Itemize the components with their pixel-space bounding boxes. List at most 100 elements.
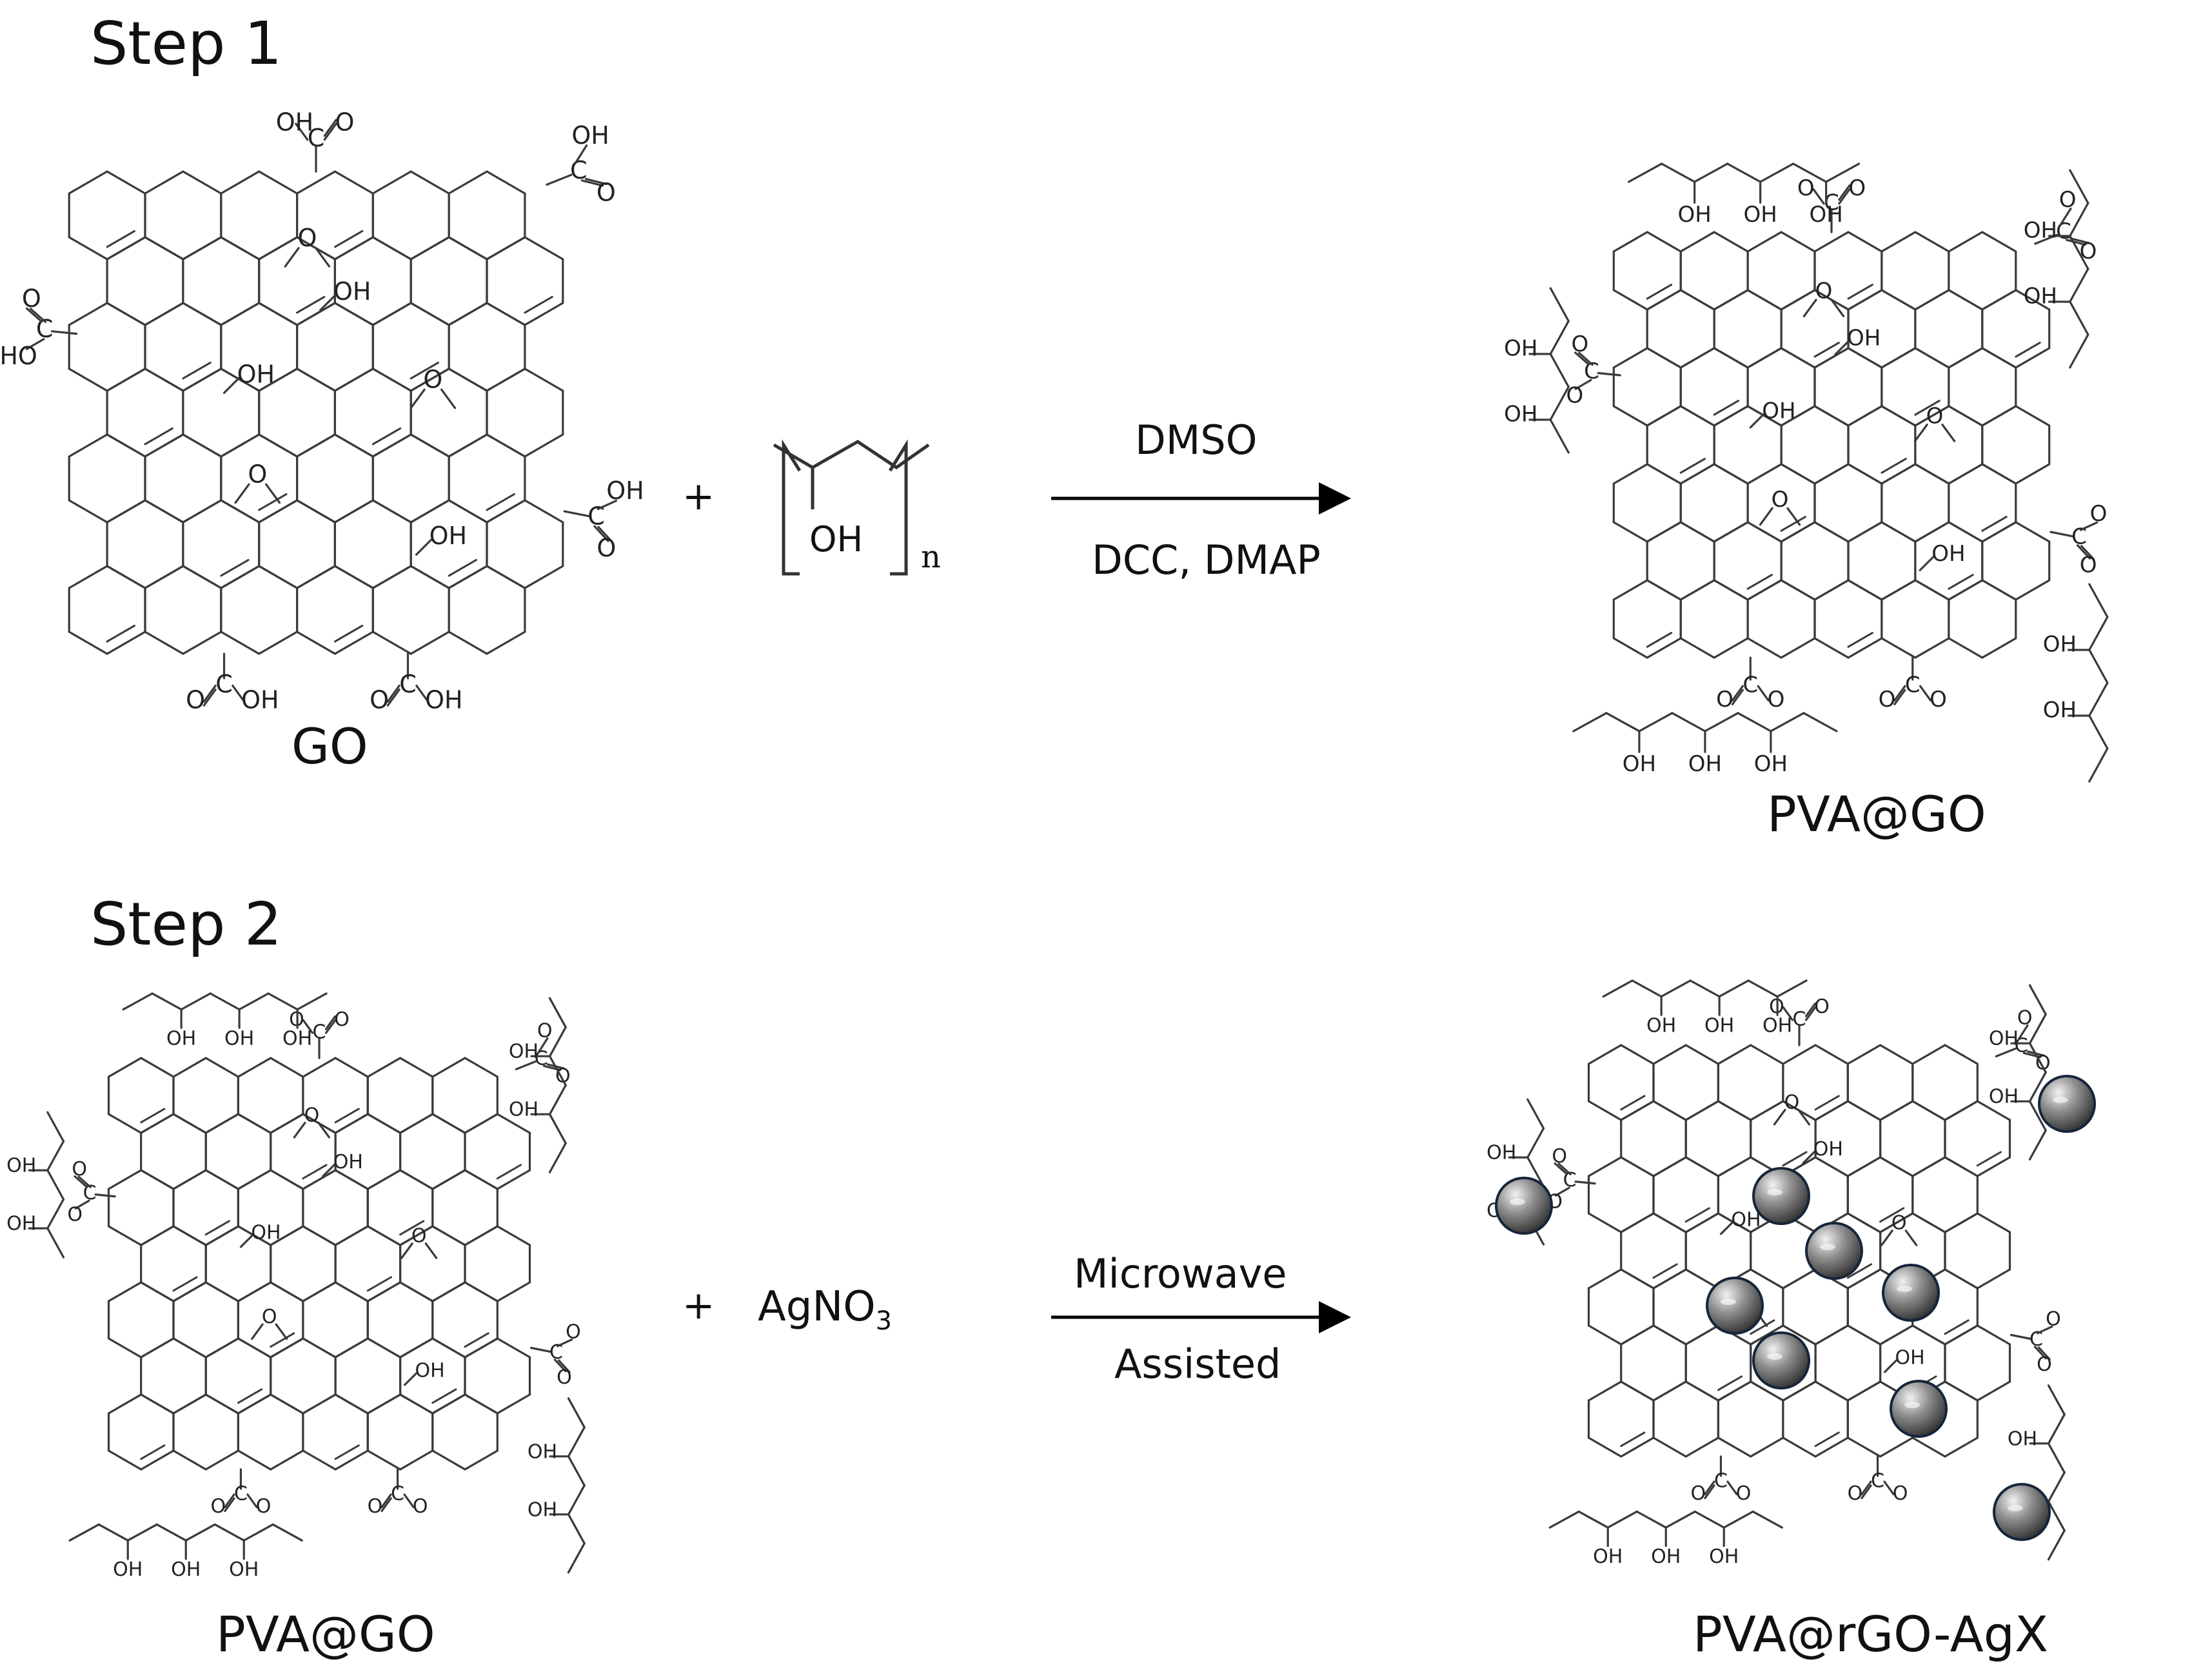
ring — [1620, 1100, 1687, 1177]
atom-label: O — [2037, 1353, 2052, 1376]
bond — [2088, 747, 2109, 783]
bond — [1689, 979, 1721, 998]
atom-label: O — [256, 1495, 272, 1518]
pva-go-product-label: PVA@GO — [1767, 785, 1986, 843]
atom-label: OH — [509, 1041, 538, 1063]
ag-nanoparticle — [1882, 1264, 1940, 1322]
bond — [1717, 1375, 1743, 1391]
bond — [258, 493, 288, 511]
bond — [567, 1455, 586, 1487]
bond — [567, 1484, 586, 1516]
atom-label: O — [1784, 1091, 1800, 1113]
atom-label: O — [1768, 687, 1785, 712]
bond — [563, 510, 590, 518]
ring — [1911, 1044, 1979, 1121]
bond — [1652, 1263, 1678, 1279]
bond — [1718, 979, 1750, 998]
bond — [284, 247, 300, 268]
atom-label: OH — [1646, 1015, 1676, 1037]
bond — [1548, 1510, 1580, 1529]
bond — [1752, 1510, 1783, 1529]
ring — [220, 565, 299, 655]
ag-nanoparticle-highlight — [2008, 1505, 2023, 1511]
bond — [1574, 1180, 1596, 1185]
bond — [1792, 162, 1828, 183]
bond — [415, 538, 432, 556]
bond — [1948, 574, 1974, 590]
bond — [202, 684, 217, 703]
bond — [2069, 202, 2089, 237]
ag-nanoparticle — [1993, 1483, 2051, 1541]
bond — [1660, 979, 1692, 998]
ring — [182, 236, 261, 326]
bond — [1602, 979, 1634, 998]
ring — [410, 236, 488, 326]
bond — [2028, 1013, 2047, 1044]
atom-label: OH — [1754, 751, 1788, 777]
bond — [1747, 979, 1779, 998]
atom-label: O — [2059, 187, 2077, 213]
step2-condition-bottom: Assisted — [1114, 1340, 1281, 1388]
bond — [1919, 685, 1932, 701]
bond — [557, 1359, 571, 1373]
atom-label: O — [555, 1065, 571, 1088]
ring — [1679, 463, 1749, 543]
bond — [272, 1523, 303, 1542]
ring — [1782, 1268, 1849, 1346]
atom-label: O — [2046, 1308, 2061, 1331]
bond — [25, 338, 45, 350]
ring — [366, 1393, 434, 1471]
ring — [1813, 347, 1883, 427]
atom-label: OH — [528, 1498, 557, 1521]
bond — [2047, 1442, 2066, 1474]
atom-label: OH — [1743, 202, 1777, 228]
bond — [2033, 1346, 2047, 1360]
ring — [1911, 1156, 1979, 1233]
atom-label: OH — [571, 121, 609, 150]
bond — [1913, 424, 1928, 442]
atom-label: OH — [1709, 1545, 1739, 1568]
bond — [1812, 188, 1825, 205]
bond — [1919, 556, 1935, 572]
ring — [399, 1113, 466, 1190]
bond — [204, 1220, 230, 1236]
bond — [238, 992, 270, 1011]
pva-go-reactant-label: PVA@GO — [216, 1605, 435, 1663]
bond — [1549, 320, 1570, 355]
atom-label: OH — [166, 1028, 196, 1050]
atom-label: O — [1848, 1482, 1863, 1505]
bond — [2047, 1471, 2066, 1503]
ring — [1879, 1100, 1946, 1177]
atom-label: O — [597, 179, 616, 207]
bond — [323, 123, 337, 141]
bond — [1574, 351, 1590, 366]
pva-rgo-agx-label: PVA@rGO-AgX — [1693, 1605, 2049, 1663]
atom-label: OH — [2024, 284, 2057, 309]
ring — [431, 1393, 499, 1471]
atom-label: C — [308, 124, 325, 152]
bond — [597, 500, 618, 511]
bond — [1661, 162, 1696, 183]
bond — [1861, 1484, 1872, 1500]
bond — [246, 1493, 258, 1509]
atom-label: HO — [0, 342, 37, 370]
ring — [1612, 463, 1682, 543]
bond — [2088, 682, 2109, 717]
atom-label: C — [1714, 1470, 1728, 1493]
bond — [1773, 1108, 1786, 1126]
atom-label: O — [411, 1225, 427, 1248]
bond — [251, 1323, 264, 1340]
bond — [1834, 340, 1850, 356]
bond — [1981, 516, 2008, 532]
ring — [68, 433, 146, 524]
bond — [1719, 1221, 1734, 1235]
atom-label: O — [1893, 1482, 1908, 1505]
bond — [1549, 418, 1570, 454]
ring — [1881, 231, 1950, 311]
bond — [1847, 632, 1873, 648]
bond — [1914, 400, 1940, 416]
atom-label: C — [399, 670, 417, 698]
bond — [440, 388, 457, 409]
ag-nanoparticle-highlight — [1897, 1286, 1912, 1292]
